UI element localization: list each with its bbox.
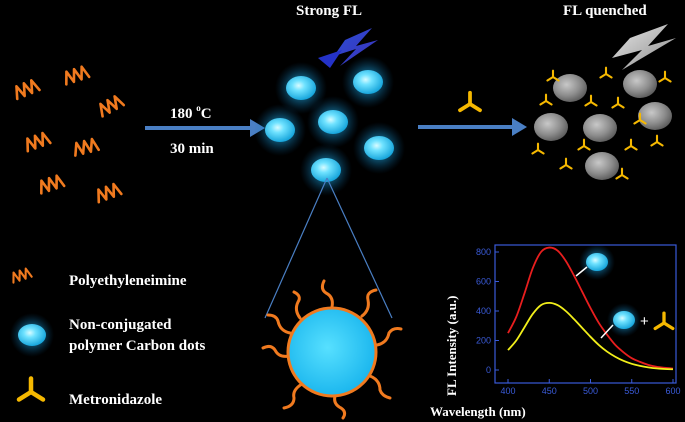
metronidazole-molecule xyxy=(546,69,560,82)
x-tick-label: 450 xyxy=(542,386,557,396)
fluorescence-chart: 400 450 500 550 600 0 200 400 600 800 Wavelength … xyxy=(430,244,681,419)
quenched-dot xyxy=(623,70,657,98)
metronidazole-molecule xyxy=(611,96,625,109)
metronidazole-molecule xyxy=(559,157,573,170)
chart-carbon-dot-icon xyxy=(586,253,608,271)
legend-carbon-dots-line2: polymer Carbon dots xyxy=(69,338,206,354)
y-tick-label: 800 xyxy=(476,247,491,257)
legend-polyethyleneimine: Polyethyleneimine xyxy=(69,273,187,289)
strong-fl-title: Strong FL xyxy=(296,3,362,19)
y-tick-label: 600 xyxy=(476,277,491,287)
y-tick-label: 400 xyxy=(476,306,491,316)
chart-series xyxy=(507,246,674,371)
metronidazole-molecule xyxy=(531,142,545,155)
metronidazole-molecule xyxy=(658,70,672,83)
fl-quenched-title: FL quenched xyxy=(563,3,647,19)
pei-squiggle xyxy=(36,173,66,195)
legend-metronidazole-icon xyxy=(19,379,43,400)
pei-squiggle xyxy=(11,77,41,101)
legend-carbon-dots-line1: Non-conjugated xyxy=(69,317,172,333)
series-line-with-metronidazole xyxy=(507,301,674,371)
legend-pei-icon xyxy=(9,266,33,284)
chart-frame xyxy=(494,244,677,384)
x-tick-label: 500 xyxy=(583,386,598,396)
metronidazole-icon xyxy=(458,90,482,113)
chart-x-label: Wavelength (nm) xyxy=(430,404,526,419)
chart-ticks: 400 450 500 550 600 0 200 400 600 800 xyxy=(476,247,681,396)
x-tick-label: 600 xyxy=(665,386,680,396)
metronidazole-molecule xyxy=(624,138,638,151)
legend-carbon-dot-icon xyxy=(18,324,46,346)
legend: Polyethyleneimine Non-conjugated polymer… xyxy=(9,266,206,408)
y-tick-label: 200 xyxy=(476,336,491,346)
fluorescent-carbon-dots xyxy=(254,56,405,196)
x-tick-label: 550 xyxy=(624,386,639,396)
pei-squiggle xyxy=(95,93,126,118)
reaction-temperature: 180 oC xyxy=(170,103,212,122)
carbon-dot xyxy=(353,70,383,94)
chart-carbon-dot-icon-2 xyxy=(613,311,635,329)
quenching-arrow xyxy=(418,118,527,136)
quenched-dot xyxy=(553,74,587,102)
chart-pointer-yellow xyxy=(600,324,614,339)
quenched-dot xyxy=(585,152,619,180)
quenched-dot xyxy=(583,114,617,142)
carbon-dot xyxy=(265,118,295,142)
fluorescence-bolt-icon xyxy=(318,28,378,68)
carbon-dot xyxy=(311,158,341,182)
carbon-dot xyxy=(318,110,348,134)
pei-squiggle xyxy=(93,181,123,204)
legend-metronidazole: Metronidazole xyxy=(69,392,162,408)
y-tick-label: 0 xyxy=(486,365,491,375)
metronidazole-molecule xyxy=(577,138,591,151)
pei-squiggle xyxy=(22,130,52,153)
metronidazole-molecule xyxy=(584,94,598,107)
quenched-carbon-dots xyxy=(534,70,672,180)
reaction-time: 30 min xyxy=(170,141,214,157)
carbon-dot xyxy=(286,76,316,100)
quenched-dot xyxy=(638,102,672,130)
carbon-dot xyxy=(364,136,394,160)
x-tick-label: 400 xyxy=(500,386,515,396)
chart-plus-sign: + xyxy=(640,313,649,330)
polyethyleneimine-group xyxy=(11,64,126,204)
pei-squiggle xyxy=(61,64,91,86)
quenched-bolt-icon xyxy=(612,24,676,70)
metronidazole-molecule xyxy=(539,93,553,106)
chart-pointer-red xyxy=(575,266,588,277)
metronidazole-molecule xyxy=(650,134,664,147)
pei-squiggle xyxy=(71,136,100,157)
chart-y-label: FL Intensity (a.u.) xyxy=(444,296,459,396)
quenched-dot xyxy=(534,113,568,141)
zoom-line-right xyxy=(326,177,393,319)
series-line-carbon-dots xyxy=(507,246,674,370)
carbon-dot-zoom xyxy=(261,279,403,420)
metronidazole-molecule xyxy=(599,66,613,79)
chart-metronidazole-icon xyxy=(653,311,675,331)
zoom-line-left xyxy=(264,177,328,319)
